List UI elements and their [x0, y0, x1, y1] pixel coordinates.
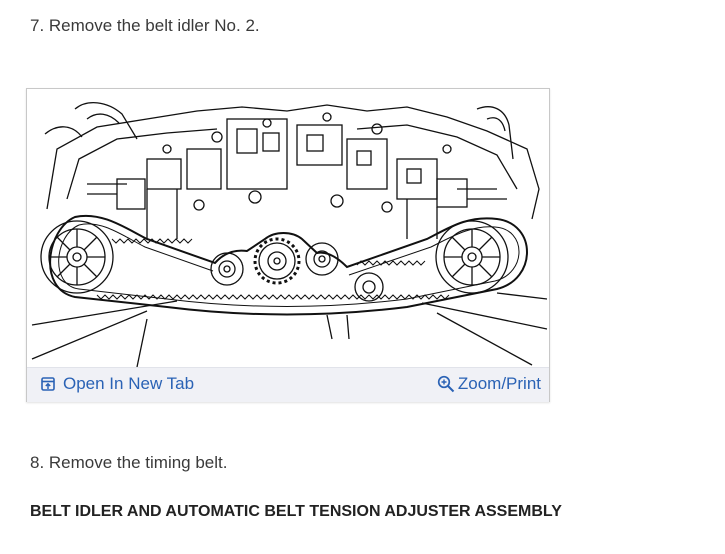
open-new-tab-icon [41, 377, 55, 391]
zoom-in-icon [437, 375, 455, 393]
zoom-print-label: Zoom/Print [457, 374, 541, 393]
figure-action-bar: Open In New Tab Zoom/Print [27, 367, 549, 402]
step-7-text: 7. Remove the belt idler No. 2. [30, 16, 260, 35]
timing-belt-diagram[interactable] [27, 89, 549, 367]
figure-container: Open In New Tab Zoom/Print [26, 88, 550, 402]
zoom-print-link[interactable]: Zoom/Print [437, 374, 541, 394]
step-8-text: 8. Remove the timing belt. [30, 453, 228, 472]
open-in-new-tab-link[interactable]: Open In New Tab [40, 374, 194, 394]
open-in-new-tab-label: Open In New Tab [63, 374, 195, 393]
section-heading: BELT IDLER AND AUTOMATIC BELT TENSION AD… [30, 503, 562, 520]
